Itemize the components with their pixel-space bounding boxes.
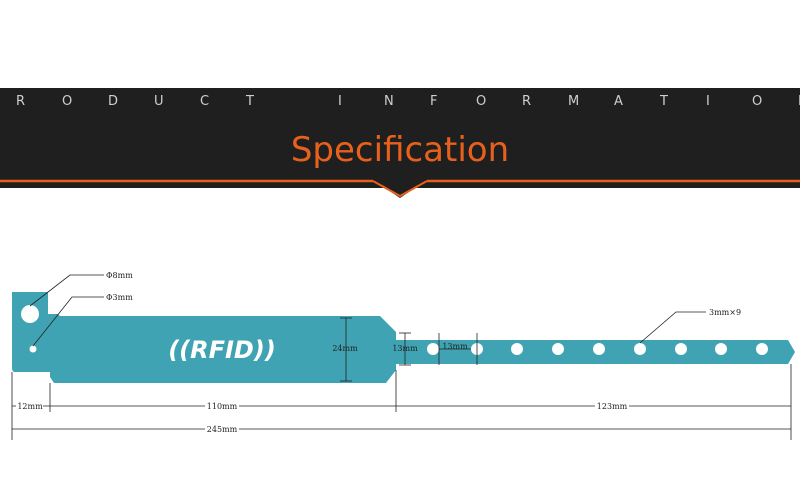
strap-hole [634,343,646,355]
neck-height-label: 13mm [392,344,418,353]
banner-notch-outline [372,180,428,198]
banner-notch [373,180,427,198]
strap-hole [675,343,687,355]
strap-hole [511,343,523,355]
strap-length-label: 123mm [597,402,628,411]
holes-count-label: 3mm×9 [709,308,741,317]
strap-hole [427,343,439,355]
small-hole [29,345,37,353]
hole-large-label: Φ8mm [106,271,133,280]
chip-height-label: 24mm [332,344,358,353]
tail-length-label: 12mm [17,402,43,411]
ribbon-letter: I [706,94,710,109]
leader-lines [29,274,706,347]
ribbon-letter: R [16,94,26,109]
ribbon-letter: N [384,94,394,109]
vertical-dimensions [340,317,478,382]
ribbon-letter: N [798,92,800,112]
ribbon-letter: R [522,94,532,109]
ribbon-letter: T [660,94,668,109]
strap-holes [427,343,768,355]
ribbon-letter: T [246,94,254,109]
ribbon-letter: M [568,94,580,109]
ribbon-letter: I [338,94,342,109]
ribbon-letter: O [62,94,73,109]
hole-spacing-label: 13mm [442,342,468,351]
section-title: Specification [290,130,510,170]
wristband-diagram: ((RFID)) Φ8mm Φ3mm 3mm×9 24mm 13mm 13mm … [11,271,795,440]
strap-hole [756,343,768,355]
ribbon-text: RODUCTINFORMATION [0,92,800,112]
ribbon-letter: O [752,94,763,109]
ribbon-letter: A [614,94,623,109]
large-hole [21,305,39,323]
ribbon-letter: U [154,94,164,109]
ribbon-letter: F [430,94,438,109]
strap-hole [593,343,605,355]
total-length-label: 245mm [207,425,238,434]
body-length-label: 110mm [207,402,238,411]
wristband-shape [12,292,795,383]
banner-background [0,88,800,198]
strap-hole [552,343,564,355]
ribbon-letter: O [476,94,487,109]
hole-small-label: Φ3mm [106,293,133,302]
ribbon-letter: D [108,94,119,109]
banner-dark-band [0,88,800,188]
rfid-logo: ((RFID)) [168,336,276,364]
ribbon-letter: C [200,94,210,109]
strap-hole [715,343,727,355]
